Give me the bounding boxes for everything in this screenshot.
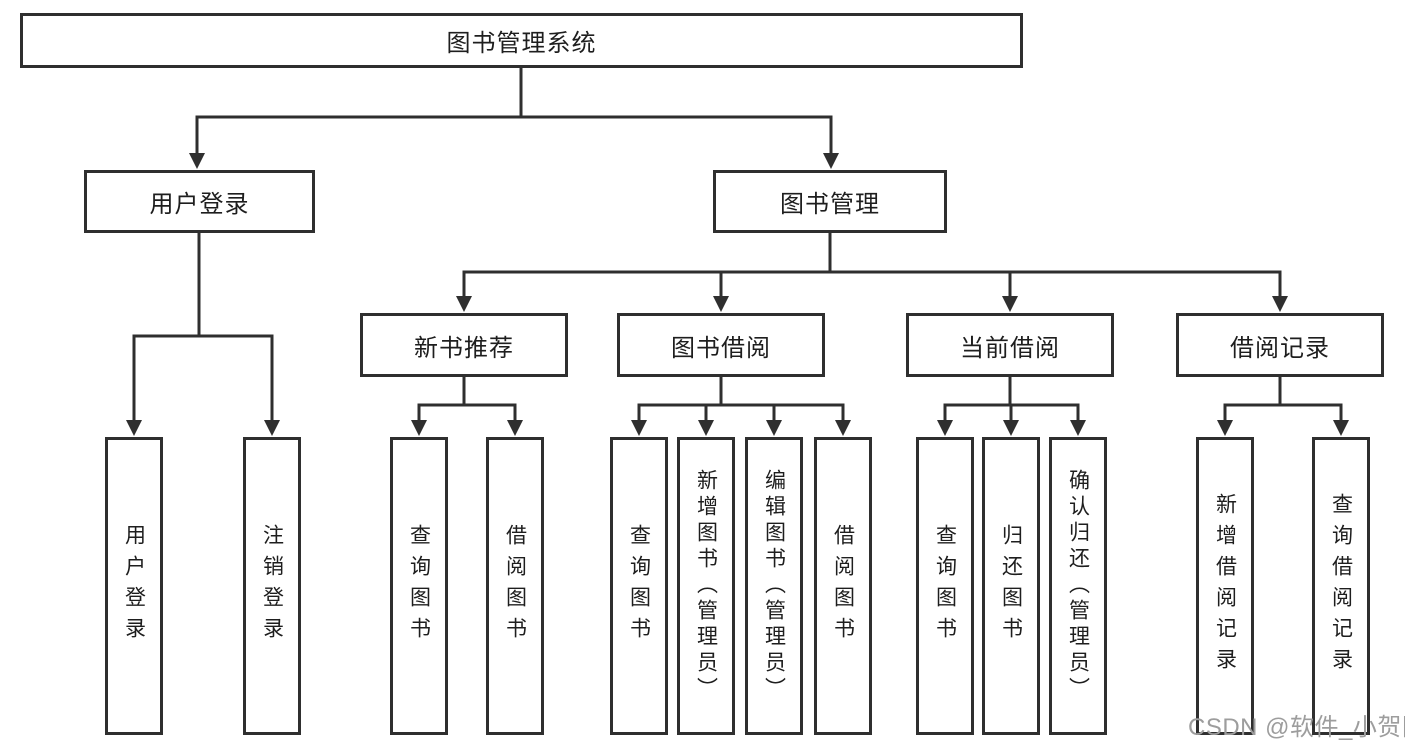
node-label: 当前借阅	[960, 334, 1060, 362]
node-user-login: 用户登录	[84, 170, 315, 233]
csdn-watermark: CSDN @软件_小贺同学	[1188, 714, 1405, 741]
leaf-query-books-newbooks: 查询图书	[390, 437, 448, 735]
leaf-query-books-current: 查询图书	[916, 437, 974, 735]
leaf-query-borrow-record: 查询借阅记录	[1312, 437, 1370, 735]
node-current-borrowing: 当前借阅	[906, 313, 1114, 377]
node-label: 图书管理	[780, 191, 880, 218]
node-label: 借阅图书	[503, 524, 527, 648]
leaf-add-books-admin: 新增图书（管理员）	[677, 437, 735, 735]
node-label: 查询图书	[407, 524, 431, 648]
leaf-borrow-books-newbooks: 借阅图书	[486, 437, 544, 735]
node-library-management-system: 图书管理系统	[20, 13, 1023, 68]
node-label: 归还图书	[999, 524, 1023, 648]
node-new-book-recommendation: 新书推荐	[360, 313, 568, 377]
node-label: 借阅图书	[831, 524, 855, 648]
leaf-user-login: 用户登录	[105, 437, 163, 735]
node-label: 图书管理系统	[446, 30, 597, 57]
leaf-query-books-borrowing: 查询图书	[610, 437, 668, 735]
node-label: 编辑图书（管理员）	[762, 469, 786, 703]
leaf-borrow-books: 借阅图书	[814, 437, 872, 735]
leaf-return-books: 归还图书	[982, 437, 1040, 735]
node-label: 用户登录	[149, 191, 250, 218]
leaf-add-borrow-record: 新增借阅记录	[1196, 437, 1254, 735]
node-label: 新增图书（管理员）	[694, 469, 718, 703]
node-label: 注销登录	[260, 524, 284, 648]
node-label: 确认归还（管理员）	[1066, 469, 1090, 703]
leaf-edit-books-admin: 编辑图书（管理员）	[745, 437, 803, 735]
node-label: 查询图书	[933, 524, 957, 648]
node-label: 借阅记录	[1230, 334, 1330, 362]
node-book-management: 图书管理	[713, 170, 947, 233]
node-label: 用户登录	[122, 524, 146, 648]
leaf-logout: 注销登录	[243, 437, 301, 735]
node-label: 新增借阅记录	[1213, 493, 1237, 679]
node-label: 新书推荐	[414, 334, 514, 362]
node-label: 图书借阅	[671, 334, 771, 362]
node-label: 查询图书	[627, 524, 651, 648]
node-label: 查询借阅记录	[1329, 493, 1353, 679]
node-book-borrowing: 图书借阅	[617, 313, 825, 377]
leaf-confirm-return-admin: 确认归还（管理员）	[1049, 437, 1107, 735]
node-borrowing-records: 借阅记录	[1176, 313, 1384, 377]
